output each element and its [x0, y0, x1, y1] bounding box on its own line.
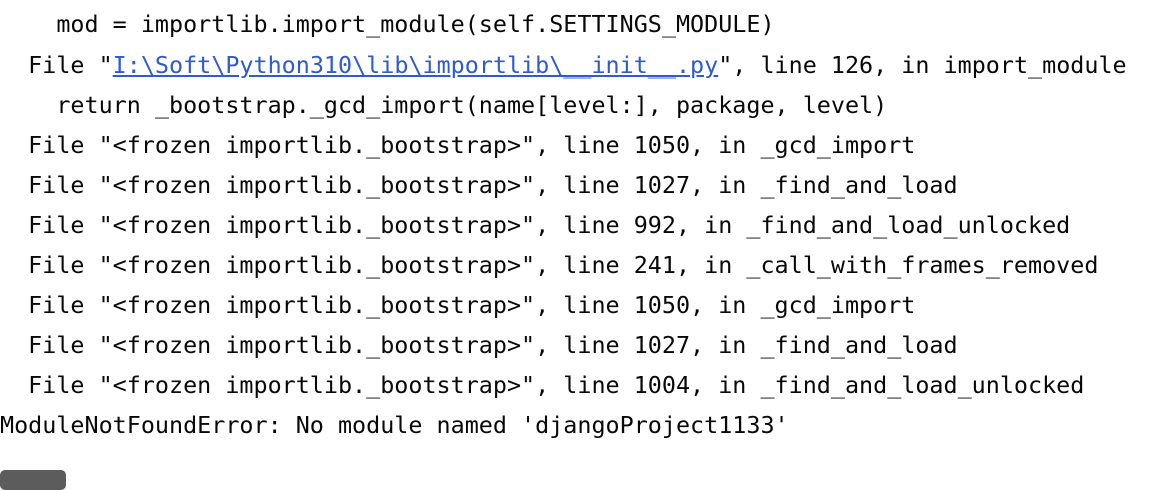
- traceback-frame-line: File "<frozen importlib._bootstrap>", li…: [0, 131, 916, 159]
- error-message-line: ModuleNotFoundError: No module named 'dj…: [0, 411, 789, 439]
- traceback-frame-line: File "<frozen importlib._bootstrap>", li…: [0, 171, 958, 199]
- traceback-file-line: File "I:\Soft\Python310\lib\importlib\__…: [0, 45, 1127, 85]
- file-suffix: ", line 126, in import_module: [718, 51, 1127, 79]
- traceback-frame-line: File "<frozen importlib._bootstrap>", li…: [0, 251, 1099, 279]
- horizontal-scrollbar-thumb[interactable]: [0, 470, 66, 490]
- traceback-code-line: mod = importlib.import_module(self.SETTI…: [0, 10, 775, 38]
- traceback-frame-line: File "<frozen importlib._bootstrap>", li…: [0, 211, 1071, 239]
- file-prefix: File ": [0, 51, 113, 79]
- traceback-frame-line: File "<frozen importlib._bootstrap>", li…: [0, 371, 1085, 399]
- traceback-code-line: return _bootstrap._gcd_import(name[level…: [0, 91, 888, 119]
- traceback-frame-line: File "<frozen importlib._bootstrap>", li…: [0, 291, 916, 319]
- file-path-link[interactable]: I:\Soft\Python310\lib\importlib\__init__…: [112, 51, 719, 79]
- traceback-frame-line: File "<frozen importlib._bootstrap>", li…: [0, 331, 958, 359]
